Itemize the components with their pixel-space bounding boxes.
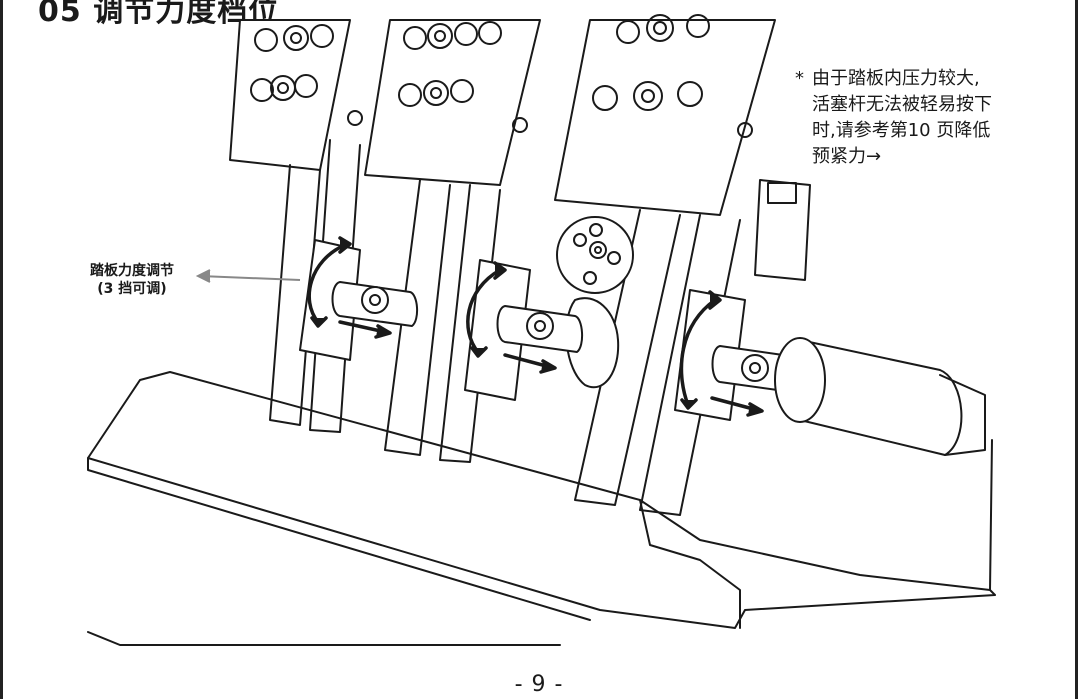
pin-2	[496, 305, 583, 353]
note-line-4: 预紧力→	[812, 146, 882, 167]
push-arrow-1	[338, 320, 392, 339]
page-number: - 9 -	[514, 672, 564, 697]
callout-arrow	[195, 269, 301, 283]
note-line-2: 活塞杆无法被轻易按下	[812, 94, 992, 115]
note-marker: *	[795, 68, 804, 89]
pedal-1	[229, 19, 363, 433]
callout-subtitle: (3 挡可调)	[97, 281, 167, 297]
rotate-arrow-3	[679, 290, 722, 410]
base-plate	[87, 371, 996, 646]
rotate-arrow-2	[466, 261, 507, 358]
section-heading: 05 调节力度档位	[38, 0, 280, 29]
rotate-arrow-1	[307, 236, 352, 328]
callout-title: 踏板力度调节	[90, 263, 174, 279]
force-adjust-callout: 踏板力度调节 (3 挡可调)	[72, 262, 192, 298]
note-line-1: 由于踏板内压力较大,	[812, 68, 980, 89]
note-line-3: 时,请参考第10 页降低	[812, 120, 991, 141]
push-arrow-3	[710, 396, 764, 417]
hydraulic-cylinder	[754, 179, 986, 456]
pin-1	[331, 281, 418, 327]
pressure-note: * 由于踏板内压力较大, 活塞杆无法被轻易按下 时,请参考第10 页降低 预紧力…	[795, 66, 1045, 170]
push-arrow-2	[503, 353, 557, 374]
cam-dial	[556, 216, 634, 294]
